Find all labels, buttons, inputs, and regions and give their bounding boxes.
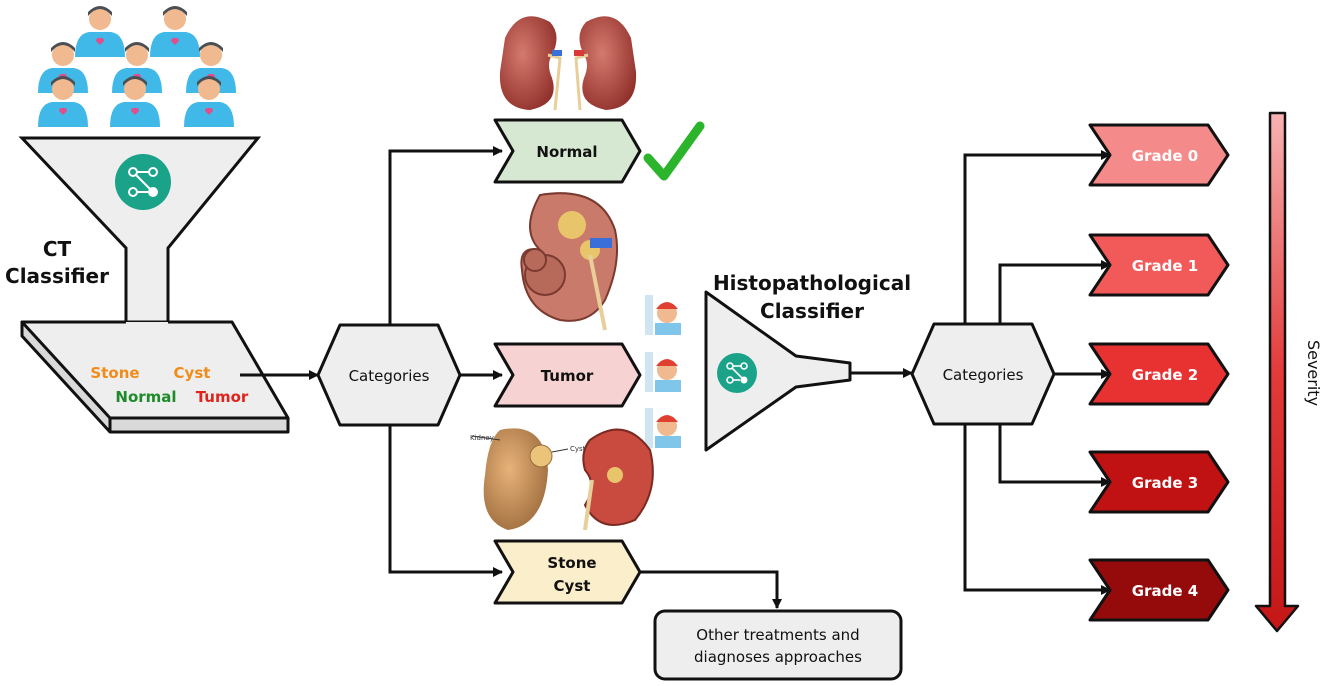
grade-label: Grade 2 [1132, 366, 1198, 384]
connector-lines-left [240, 146, 782, 609]
tumor-label: Tumor [541, 367, 594, 385]
patients-group-icon [38, 6, 236, 127]
patient-icon [38, 76, 88, 127]
grade-box [1088, 233, 1230, 297]
kidney-cyst-image [471, 428, 654, 531]
categories-hexagon-left [316, 323, 462, 427]
categories-label-left: Categories [349, 367, 430, 385]
histo-funnel [704, 290, 852, 452]
other-treatments-line1: Other treatments and [696, 626, 859, 644]
cyst-caption: Cyst [570, 445, 586, 453]
grade-box [1088, 123, 1230, 187]
categories-hexagon-right [910, 322, 1056, 426]
grade-label: Grade 3 [1132, 474, 1198, 492]
normal-box [493, 118, 642, 184]
severity-arrow [1254, 111, 1300, 633]
histo-classifier-label-line2: Classifier [760, 299, 864, 323]
ct-output-cyst: Cyst [174, 364, 211, 382]
patient-icon [110, 76, 160, 127]
grade-label: Grade 1 [1132, 257, 1198, 275]
check-icon [643, 121, 705, 181]
ct-classifier-label-line2: Classifier [5, 264, 109, 288]
histo-classifier-label-line1: Histopathological [713, 271, 911, 295]
grade-label: Grade 0 [1132, 147, 1198, 165]
ct-output-platform [20, 320, 290, 434]
patient-icon [75, 6, 125, 57]
patient-bed-icon [645, 295, 681, 335]
ct-output-normal: Normal [115, 388, 176, 406]
other-treatments-line2: diagnoses approaches [694, 648, 862, 666]
categories-label-right: Categories [943, 366, 1024, 384]
other-treatments-box [653, 609, 903, 681]
patient-bed-icon [645, 408, 681, 448]
normal-label: Normal [536, 143, 597, 161]
ct-output-stone: Stone [90, 364, 139, 382]
patient-icon [184, 76, 234, 127]
network-node-icon [115, 154, 171, 210]
ct-output-tumor: Tumor [196, 388, 249, 406]
kidney-caption: Kidney [470, 434, 494, 442]
kidney-normal-image [499, 16, 637, 111]
patient-bed-icon [645, 352, 681, 392]
connector-lines-right [850, 150, 1111, 595]
severity-label: Severity [1304, 340, 1323, 406]
stone-cyst-label-line2: Cyst [554, 577, 591, 595]
grade-box [1088, 342, 1230, 406]
grade-box [1088, 558, 1230, 622]
network-node-icon [717, 353, 757, 393]
stone-cyst-box [493, 539, 642, 605]
patient-icon [150, 6, 200, 57]
grade-label: Grade 4 [1132, 582, 1198, 600]
grades-group: Grade 0 Grade 1 Grade 2 Grade 3 Grade 4 [1088, 123, 1230, 622]
ct-classifier-label-line1: CT [43, 237, 72, 261]
kidney-tumor-image [520, 192, 618, 331]
grade-box [1088, 450, 1230, 514]
stone-cyst-label-line1: Stone [547, 554, 596, 572]
tumor-box [493, 342, 642, 408]
